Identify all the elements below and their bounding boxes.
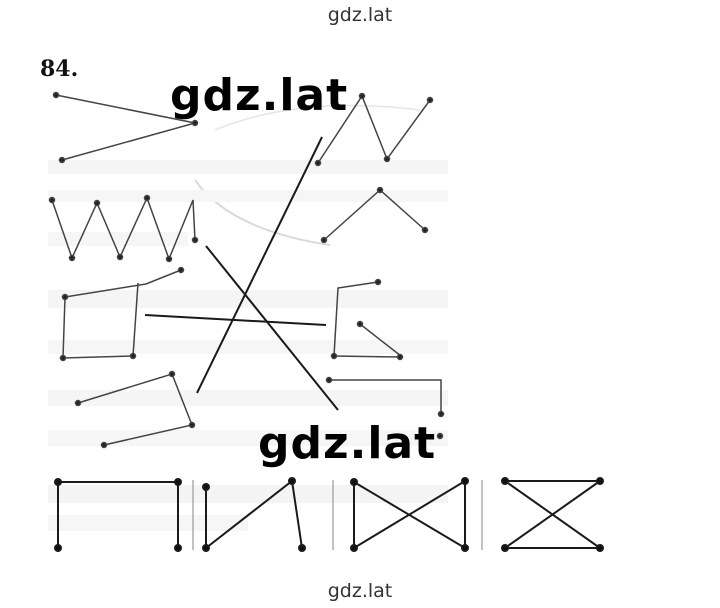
figure-open-rectangle: [59, 266, 185, 362]
figure-bracket-path: [325, 376, 445, 440]
figure-v-left: [52, 91, 199, 164]
bottom-row-dividers: [192, 480, 483, 550]
bottom-figure-bowtie: [350, 477, 469, 552]
figure-top-right-polyline: [314, 92, 434, 167]
figure-zigzag: [48, 194, 199, 263]
figure-spiral-path: [330, 278, 404, 361]
site-label-top: gdz.lat: [327, 4, 393, 26]
figure-quadrilateral-path: [74, 370, 196, 449]
bottom-figure-pi: [54, 478, 182, 552]
watermark-1: gdz.lat: [170, 70, 349, 121]
site-label-bottom: gdz.lat: [327, 580, 393, 602]
problem-number: 84.: [40, 56, 79, 82]
bottom-figure-n: [202, 477, 306, 552]
figure-crossing-lines: [144, 136, 339, 411]
watermark-2: gdz.lat: [258, 418, 437, 469]
figure-mid-right-polyline: [320, 186, 429, 244]
background-scan: [48, 104, 448, 531]
bottom-figure-hourglass: [501, 477, 604, 552]
